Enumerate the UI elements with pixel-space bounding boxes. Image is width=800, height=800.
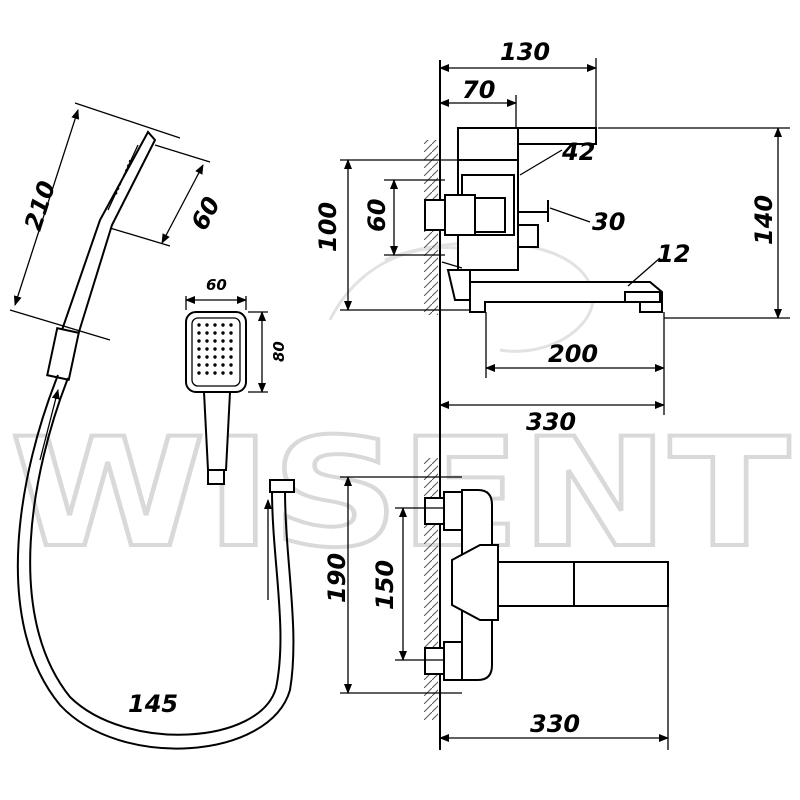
dim-hose-length: 145	[128, 690, 178, 718]
dim-mount-height: 60	[363, 199, 391, 232]
dim-handle-width: 42	[561, 138, 595, 166]
dim-total-length-side: 330	[526, 408, 576, 436]
dim-handset-face-height: 80	[270, 341, 288, 362]
dim-total-height: 140	[750, 195, 778, 245]
dim-top-offset: 70	[462, 76, 495, 104]
dim-handset-length: 210	[19, 178, 61, 234]
dim-body-height: 100	[314, 202, 342, 252]
dim-handset-face-width: 60	[206, 276, 227, 294]
dim-total-length-front: 330	[530, 710, 580, 738]
dimension-lines	[9, 58, 790, 750]
shower-hose	[16, 374, 295, 750]
watermark-text: WISENT	[10, 407, 790, 581]
hand-shower-front	[185, 311, 247, 485]
wall	[424, 60, 441, 750]
dim-outlet-diameter: 12	[657, 240, 690, 268]
dim-top-width: 130	[500, 38, 550, 66]
dim-handset-head-width: 60	[186, 192, 226, 235]
dim-front-height: 190	[323, 553, 351, 603]
faucet-front-view	[424, 489, 669, 681]
dim-spout-length: 200	[548, 340, 598, 368]
dim-front-mount-spacing: 150	[371, 560, 399, 610]
hand-shower-side	[46, 130, 157, 381]
faucet-side-view	[424, 127, 663, 313]
watermark-logo: WISENT	[8, 241, 792, 583]
dim-lever-offset: 30	[592, 208, 625, 236]
